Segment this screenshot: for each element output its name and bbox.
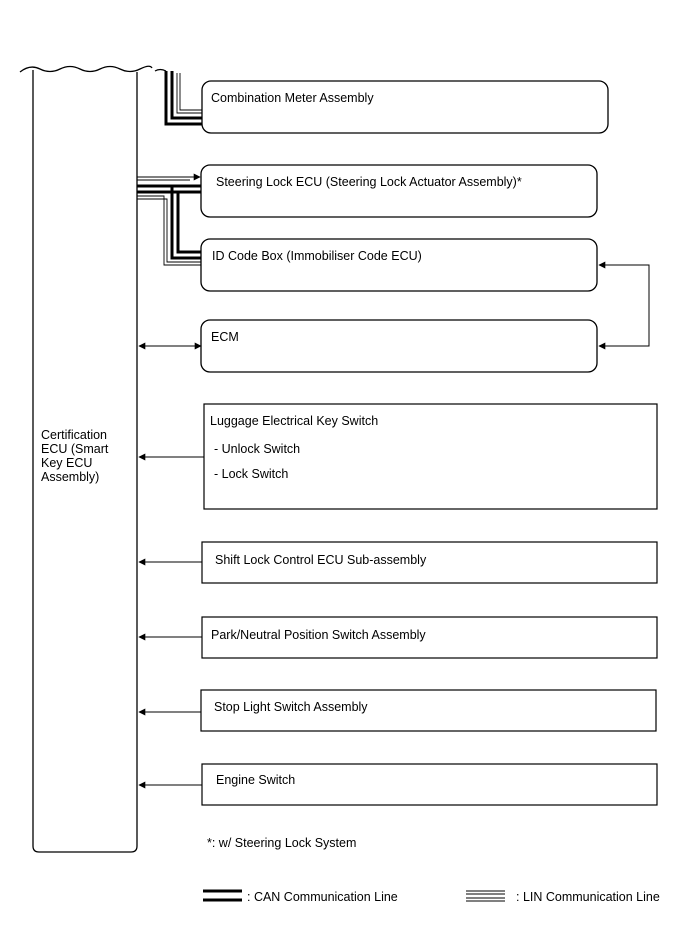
combination-meter-label: Combination Meter Assembly — [211, 91, 374, 105]
lock-switch-label: - Lock Switch — [214, 467, 289, 481]
id-code-box-box — [200, 238, 598, 292]
footnote: *: w/ Steering Lock System — [207, 836, 357, 850]
unlock-switch-label: - Unlock Switch — [214, 442, 301, 456]
certification-ecu-label: Certification ECU (Smart Key ECU Assembl… — [41, 428, 109, 484]
legend-lin-label: : LIN Communication Line — [516, 890, 660, 904]
legend-can-symbol — [203, 889, 242, 902]
ecm-id-code-box-connection — [598, 261, 650, 350]
steering-lock-ecu-label: Steering Lock ECU (Steering Lock Actuato… — [216, 175, 522, 189]
lin-line-steering-lock — [137, 173, 201, 181]
stop-light-switch-box — [200, 689, 657, 732]
ecm-box — [200, 319, 598, 373]
shift-lock-ecu-label: Shift Lock Control ECU Sub-assembly — [215, 553, 427, 567]
break-mark — [154, 68, 167, 72]
combination-meter-box — [201, 80, 609, 134]
luggage-switch-title: Luggage Electrical Key Switch — [210, 414, 379, 428]
legend-can-label: : CAN Communication Line — [247, 890, 398, 904]
lin-line-id-code-box — [137, 195, 201, 266]
certification-ecu-box — [19, 65, 153, 853]
steering-lock-ecu-box — [200, 164, 598, 218]
id-code-box-label: ID Code Box (Immobiliser Code ECU) — [212, 249, 422, 263]
engine-switch-label: Engine Switch — [216, 773, 296, 787]
ecm-label: ECM — [211, 330, 239, 344]
lin-line-combination-meter — [176, 73, 202, 114]
stop-light-switch-label: Stop Light Switch Assembly — [214, 700, 368, 714]
can-line-combination-meter — [164, 71, 202, 126]
legend-lin-symbol — [466, 890, 505, 902]
can-line-id-code-box — [137, 184, 201, 260]
park-neutral-switch-label: Park/Neutral Position Switch Assembly — [211, 628, 426, 642]
